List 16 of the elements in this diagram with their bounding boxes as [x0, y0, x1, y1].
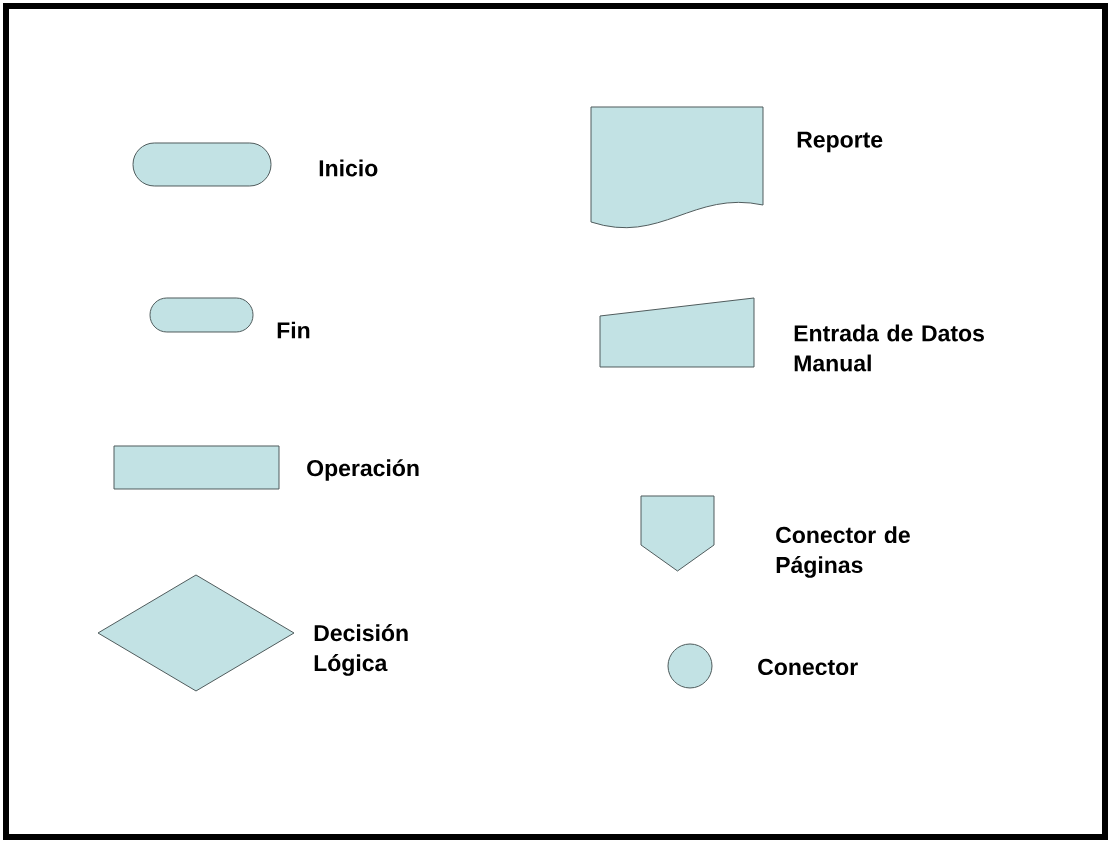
off-page-connector-shape [640, 495, 715, 572]
symbol-label: Operación [307, 459, 419, 481]
terminator-shape [149, 297, 254, 333]
manual-input-shape [599, 297, 755, 368]
process-box [113, 445, 280, 490]
symbol-label: Conector [758, 658, 858, 676]
document-shape [590, 106, 764, 229]
terminator-shape [132, 142, 272, 187]
symbol-label: Conector de Páginas [776, 526, 910, 578]
decision-diamond [97, 574, 295, 692]
symbol-label: Reporte [797, 131, 883, 153]
symbol-label: Inicio [319, 159, 378, 177]
symbol-label: Decisión Lógica [314, 624, 408, 676]
connector-circle [667, 643, 713, 689]
symbol-label: Fin [277, 321, 310, 339]
symbol-label: Entrada de Datos Manual [794, 324, 984, 372]
